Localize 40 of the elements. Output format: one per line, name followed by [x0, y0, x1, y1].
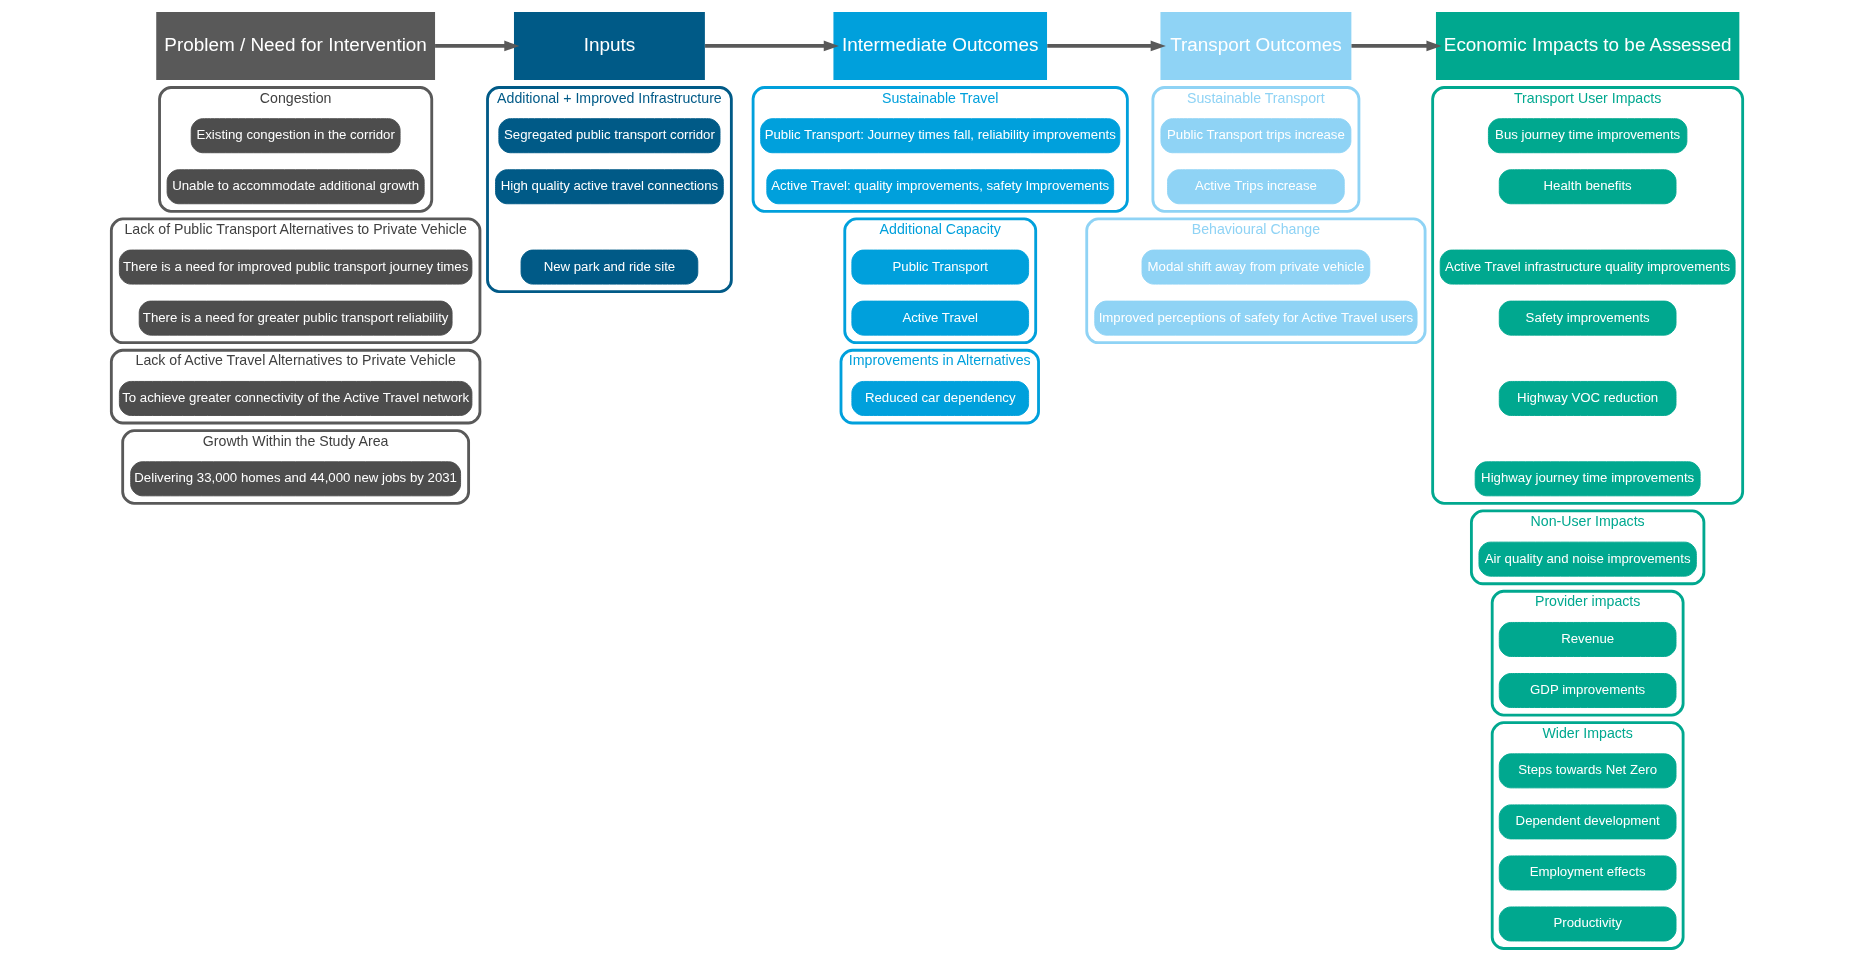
node-box: Safety improvements	[1498, 300, 1677, 336]
node-box: Problem / Need for Intervention	[156, 11, 436, 80]
node-box: Economic Impacts to be Assessed	[1435, 11, 1740, 80]
node-box: Employment effects	[1498, 855, 1677, 891]
arrow	[1351, 40, 1442, 52]
node-box: There is a need for greater public transport reliability	[138, 300, 453, 336]
node-box: Inputs	[513, 11, 705, 80]
node-box: Improved perceptions of safety for Active Travel users	[1094, 300, 1418, 336]
node-box: Highway journey time improvements	[1474, 461, 1701, 497]
node-box: GDP improvements	[1498, 673, 1677, 708]
arrow	[705, 40, 839, 52]
arrow	[435, 40, 520, 52]
node-box: New park and ride site	[520, 249, 699, 285]
node-box: Bus journey time improvements	[1487, 118, 1688, 154]
node-box: Public Transport	[851, 249, 1030, 285]
node-box: Active Travel infrastructure quality improvements	[1439, 249, 1736, 285]
node-box: Intermediate Outcomes	[833, 11, 1048, 80]
node-box: Active Travel: quality improvements, safety Improvements	[766, 169, 1115, 205]
node-box: Reduced car dependency	[851, 380, 1030, 416]
node-box: To achieve greater connectivity of the Active Travel network	[118, 380, 473, 416]
node-box: Delivering 33,000 homes and 44,000 new jobs by 2031	[130, 461, 462, 497]
node-box: Active Trips increase	[1167, 169, 1345, 205]
node-box: Public Transport: Journey times fall, reliability improvements	[760, 118, 1121, 154]
node-box: Revenue	[1498, 622, 1677, 657]
node-box: Productivity	[1498, 906, 1677, 942]
node-box: Unable to accommodate additional growth	[166, 169, 425, 205]
node-box: Highway VOC reduction	[1498, 380, 1677, 416]
node-box: Dependent development	[1498, 804, 1677, 840]
node-box: Air quality and noise improvements	[1478, 541, 1697, 577]
node-box: There is a need for improved public transport journey times	[118, 249, 473, 285]
node-box: Steps towards Net Zero	[1498, 753, 1677, 789]
node-box: Health benefits	[1498, 169, 1677, 205]
node-box: Active Travel	[851, 300, 1030, 336]
node-box: Public Transport trips increase	[1160, 118, 1352, 154]
node-box: Modal shift away from private vehicle	[1141, 249, 1371, 285]
node-box: Segregated public transport corridor	[498, 118, 721, 154]
node-box: Transport Outcomes	[1160, 11, 1352, 80]
node-box: Existing congestion in the corridor	[190, 118, 401, 154]
node-box: High quality active travel connections	[495, 169, 724, 205]
arrow	[1047, 40, 1166, 52]
